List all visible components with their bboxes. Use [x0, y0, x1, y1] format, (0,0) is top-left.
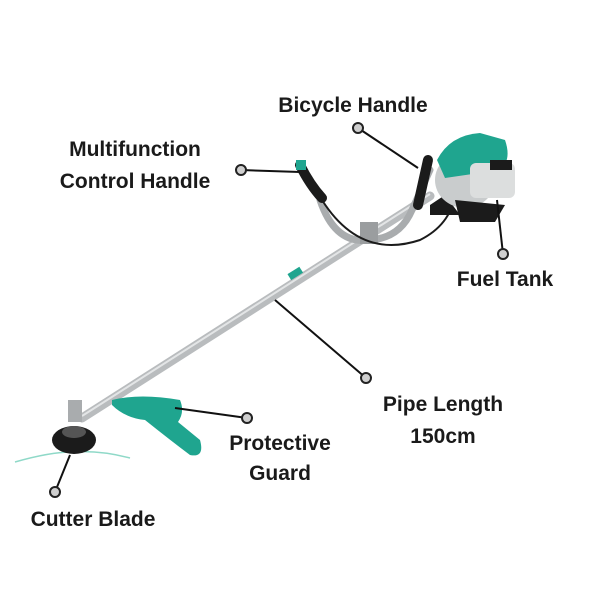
- dot-control-handle: [235, 164, 247, 176]
- leader-bicycle-handle: [357, 127, 419, 169]
- dot-cutter-blade: [49, 486, 61, 498]
- engine-base: [455, 200, 505, 222]
- fuel-cap: [490, 160, 512, 170]
- leader-guard: [174, 407, 248, 419]
- throttle-cable: [321, 194, 456, 246]
- leader-cutter-blade: [54, 454, 71, 493]
- label-guard-2: Guard: [249, 462, 311, 485]
- label-pipe-length-2: 150cm: [410, 425, 475, 448]
- label-control-handle-2: Control Handle: [60, 170, 211, 193]
- dot-pipe-length: [360, 372, 372, 384]
- right-grip: [413, 155, 433, 210]
- label-bicycle-handle: Bicycle Handle: [278, 94, 427, 117]
- leader-control-handle: [240, 169, 301, 173]
- dot-fuel-tank: [497, 248, 509, 260]
- gear-head: [68, 400, 82, 422]
- label-cutter-blade: Cutter Blade: [31, 508, 156, 531]
- label-control-handle-1: Multifunction: [69, 138, 201, 161]
- leader-pipe-length: [274, 299, 367, 379]
- engine-mount: [430, 195, 460, 215]
- control-handle-accent: [296, 160, 306, 170]
- label-fuel-tank: Fuel Tank: [457, 268, 554, 291]
- fuel-tank: [470, 163, 515, 198]
- label-guard-1: Protective: [229, 432, 331, 455]
- dot-bicycle-handle: [352, 122, 364, 134]
- dot-guard: [241, 412, 253, 424]
- leader-fuel-tank: [496, 199, 504, 255]
- pipe-label-band: [287, 266, 304, 281]
- protective-guard: [112, 396, 202, 456]
- label-pipe-length-1: Pipe Length: [383, 393, 503, 416]
- cutter-hub: [62, 426, 86, 438]
